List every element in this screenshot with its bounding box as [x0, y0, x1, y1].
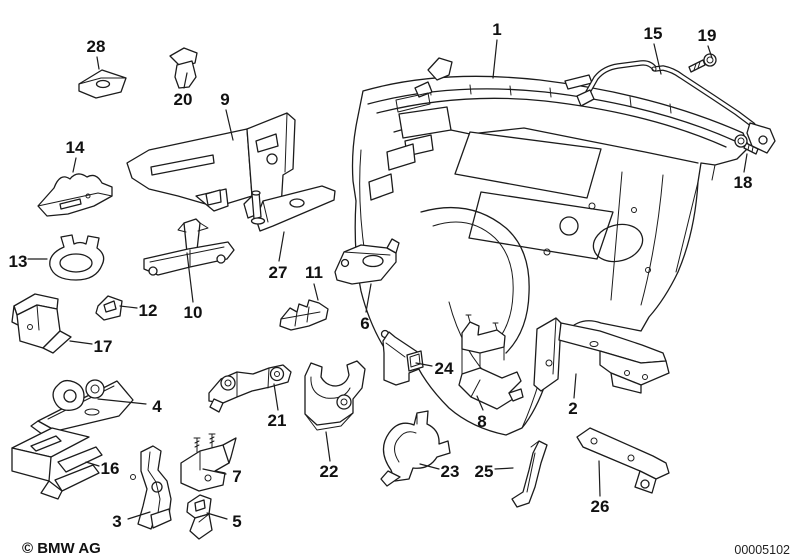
part-5-drawing — [186, 494, 213, 540]
part-2-drawing — [533, 317, 670, 394]
leader-line-24 — [415, 362, 433, 367]
part-19-drawing — [688, 53, 717, 73]
part-callout-15[interactable]: 15 — [644, 24, 663, 43]
leader-line-6 — [365, 283, 372, 313]
part-callout-28[interactable]: 28 — [87, 37, 106, 56]
part-callout-7[interactable]: 7 — [232, 467, 241, 486]
part-16-drawing — [11, 427, 103, 500]
part-callout-25[interactable]: 25 — [475, 462, 494, 481]
leader-line-3 — [127, 511, 151, 520]
part-7-drawing — [180, 433, 237, 492]
leader-line-28 — [96, 56, 100, 70]
leader-line-16 — [85, 461, 100, 467]
copyright-text: © BMW AG — [22, 540, 101, 557]
part-18-drawing — [734, 134, 759, 155]
part-20-drawing — [169, 47, 198, 89]
part-1-drawing — [351, 57, 750, 436]
part-callout-17[interactable]: 17 — [94, 337, 113, 356]
leader-line-10 — [186, 252, 194, 303]
part-callout-24[interactable]: 24 — [435, 359, 454, 378]
part-callout-8[interactable]: 8 — [477, 412, 486, 431]
leader-line-1 — [492, 39, 498, 79]
leader-line-20 — [183, 72, 188, 89]
part-callout-26[interactable]: 26 — [591, 497, 610, 516]
part-15-drawing — [576, 60, 776, 154]
leader-line-9 — [225, 109, 234, 141]
part-callout-18[interactable]: 18 — [734, 173, 753, 192]
part-callout-11[interactable]: 11 — [305, 263, 323, 282]
leader-line-8 — [476, 395, 484, 411]
part-17-drawing — [11, 293, 72, 354]
diagram-number: 00005102 — [734, 543, 790, 557]
part-callout-4[interactable]: 4 — [152, 397, 162, 416]
leader-line-25 — [494, 467, 514, 470]
leader-line-17 — [69, 340, 93, 345]
part-callout-23[interactable]: 23 — [441, 462, 460, 481]
part-callout-14[interactable]: 14 — [66, 138, 85, 157]
leader-line-12 — [119, 305, 138, 309]
part-callout-1[interactable]: 1 — [492, 20, 501, 39]
part-callout-19[interactable]: 19 — [698, 26, 717, 45]
leader-lines — [27, 39, 748, 520]
leader-line-22 — [325, 431, 331, 462]
leader-line-15 — [653, 43, 662, 75]
part-callout-9[interactable]: 9 — [220, 90, 229, 109]
part-14-drawing — [37, 173, 113, 217]
leader-line-4 — [97, 398, 147, 405]
part-11-drawing — [279, 299, 329, 331]
part-26-drawing — [576, 427, 670, 494]
leader-line-21 — [273, 383, 279, 411]
part-22-drawing — [304, 360, 366, 431]
part-callout-3[interactable]: 3 — [112, 512, 121, 531]
part-callout-27[interactable]: 27 — [269, 263, 288, 282]
part-12-drawing — [95, 295, 123, 321]
part-28-drawing — [78, 69, 127, 99]
part-callout-21[interactable]: 21 — [268, 411, 287, 430]
part-callout-2[interactable]: 2 — [568, 399, 577, 418]
part-callout-12[interactable]: 12 — [139, 301, 158, 320]
part-8-drawing — [458, 314, 524, 410]
leader-line-5 — [206, 512, 228, 520]
part-24-drawing — [380, 329, 424, 386]
part-callout-5[interactable]: 5 — [232, 512, 241, 531]
part-callout-22[interactable]: 22 — [320, 462, 339, 481]
leader-line-27 — [278, 231, 285, 262]
part-callout-20[interactable]: 20 — [174, 90, 193, 109]
part-4-drawing — [30, 379, 134, 438]
part-3-drawing — [130, 445, 172, 530]
leader-line-11 — [313, 283, 319, 301]
part-9-drawing — [126, 112, 296, 219]
part-25-drawing — [511, 440, 548, 508]
part-21-drawing — [208, 364, 292, 413]
leader-line-7 — [202, 468, 227, 475]
leader-line-19 — [707, 45, 713, 59]
part-23-drawing — [380, 410, 451, 487]
leader-line-18 — [743, 153, 748, 173]
leader-line-2 — [573, 373, 577, 399]
part-callout-13[interactable]: 13 — [9, 252, 28, 271]
part-27-drawing — [250, 185, 336, 232]
leader-line-14 — [72, 157, 77, 173]
part-6-drawing — [334, 238, 400, 285]
part-13-drawing — [49, 234, 105, 281]
leader-line-26 — [598, 460, 601, 497]
part-10-drawing — [143, 218, 235, 276]
part-callout-10[interactable]: 10 — [184, 303, 203, 322]
part-callout-16[interactable]: 16 — [101, 459, 120, 478]
callout-labels: 1 2 3 4 5 6 7 8 9 10 11 12 13 14 15 16 1… — [9, 20, 753, 531]
part-callout-6[interactable]: 6 — [360, 314, 369, 333]
leader-line-23 — [419, 463, 440, 470]
